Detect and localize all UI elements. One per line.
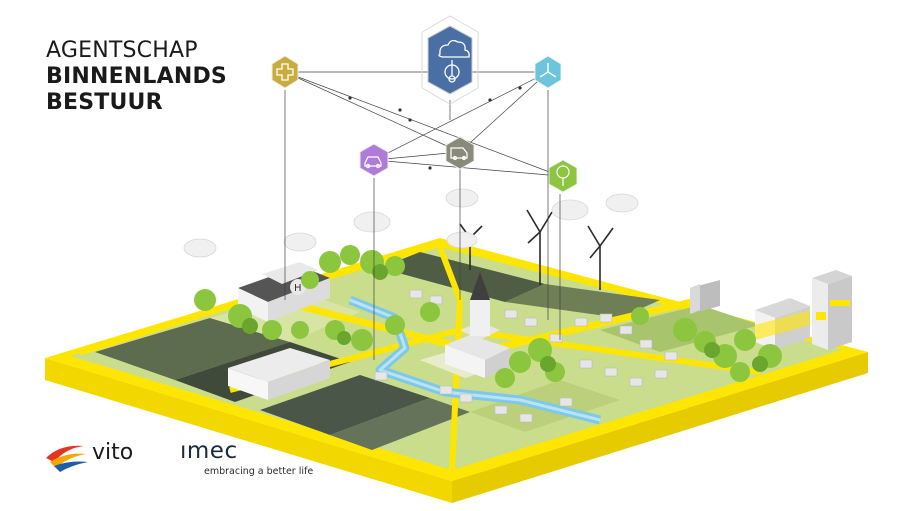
green-hexagon xyxy=(548,159,578,193)
title-line-3: BESTUUR xyxy=(46,90,163,115)
clouds xyxy=(183,188,639,258)
imec-tagline: embracing a better life xyxy=(204,466,314,477)
imec-wordmark: ımec xyxy=(180,438,238,464)
wind-turbine-icon xyxy=(539,63,557,78)
title-line-2: BINNENLANDS xyxy=(46,64,227,89)
imec-logo: ımec embracing a better life xyxy=(180,438,313,477)
first-aid-cross-icon xyxy=(276,63,294,81)
mobility-hexagon xyxy=(359,143,389,177)
transport-hexagon xyxy=(445,136,475,170)
cloud-thermometer-icon xyxy=(438,39,470,83)
title-line-1: AGENTSCHAP xyxy=(46,38,198,63)
agency-title: AGENTSCHAP BINNENLANDS BESTUUR xyxy=(46,38,227,116)
climate-hexagon xyxy=(421,15,479,105)
electric-car-icon xyxy=(364,156,382,169)
network-nodes xyxy=(348,86,522,170)
vito-logo: vito xyxy=(88,440,133,465)
trees xyxy=(194,245,782,388)
network-lines xyxy=(284,71,561,360)
care-hexagon xyxy=(271,55,299,89)
delivery-van-icon xyxy=(450,147,468,161)
buildings: H xyxy=(228,262,852,423)
tree-icon xyxy=(556,165,570,186)
svg-text:H: H xyxy=(294,283,302,294)
vito-wordmark: vito xyxy=(92,440,134,465)
vito-logo-mark xyxy=(46,445,88,472)
